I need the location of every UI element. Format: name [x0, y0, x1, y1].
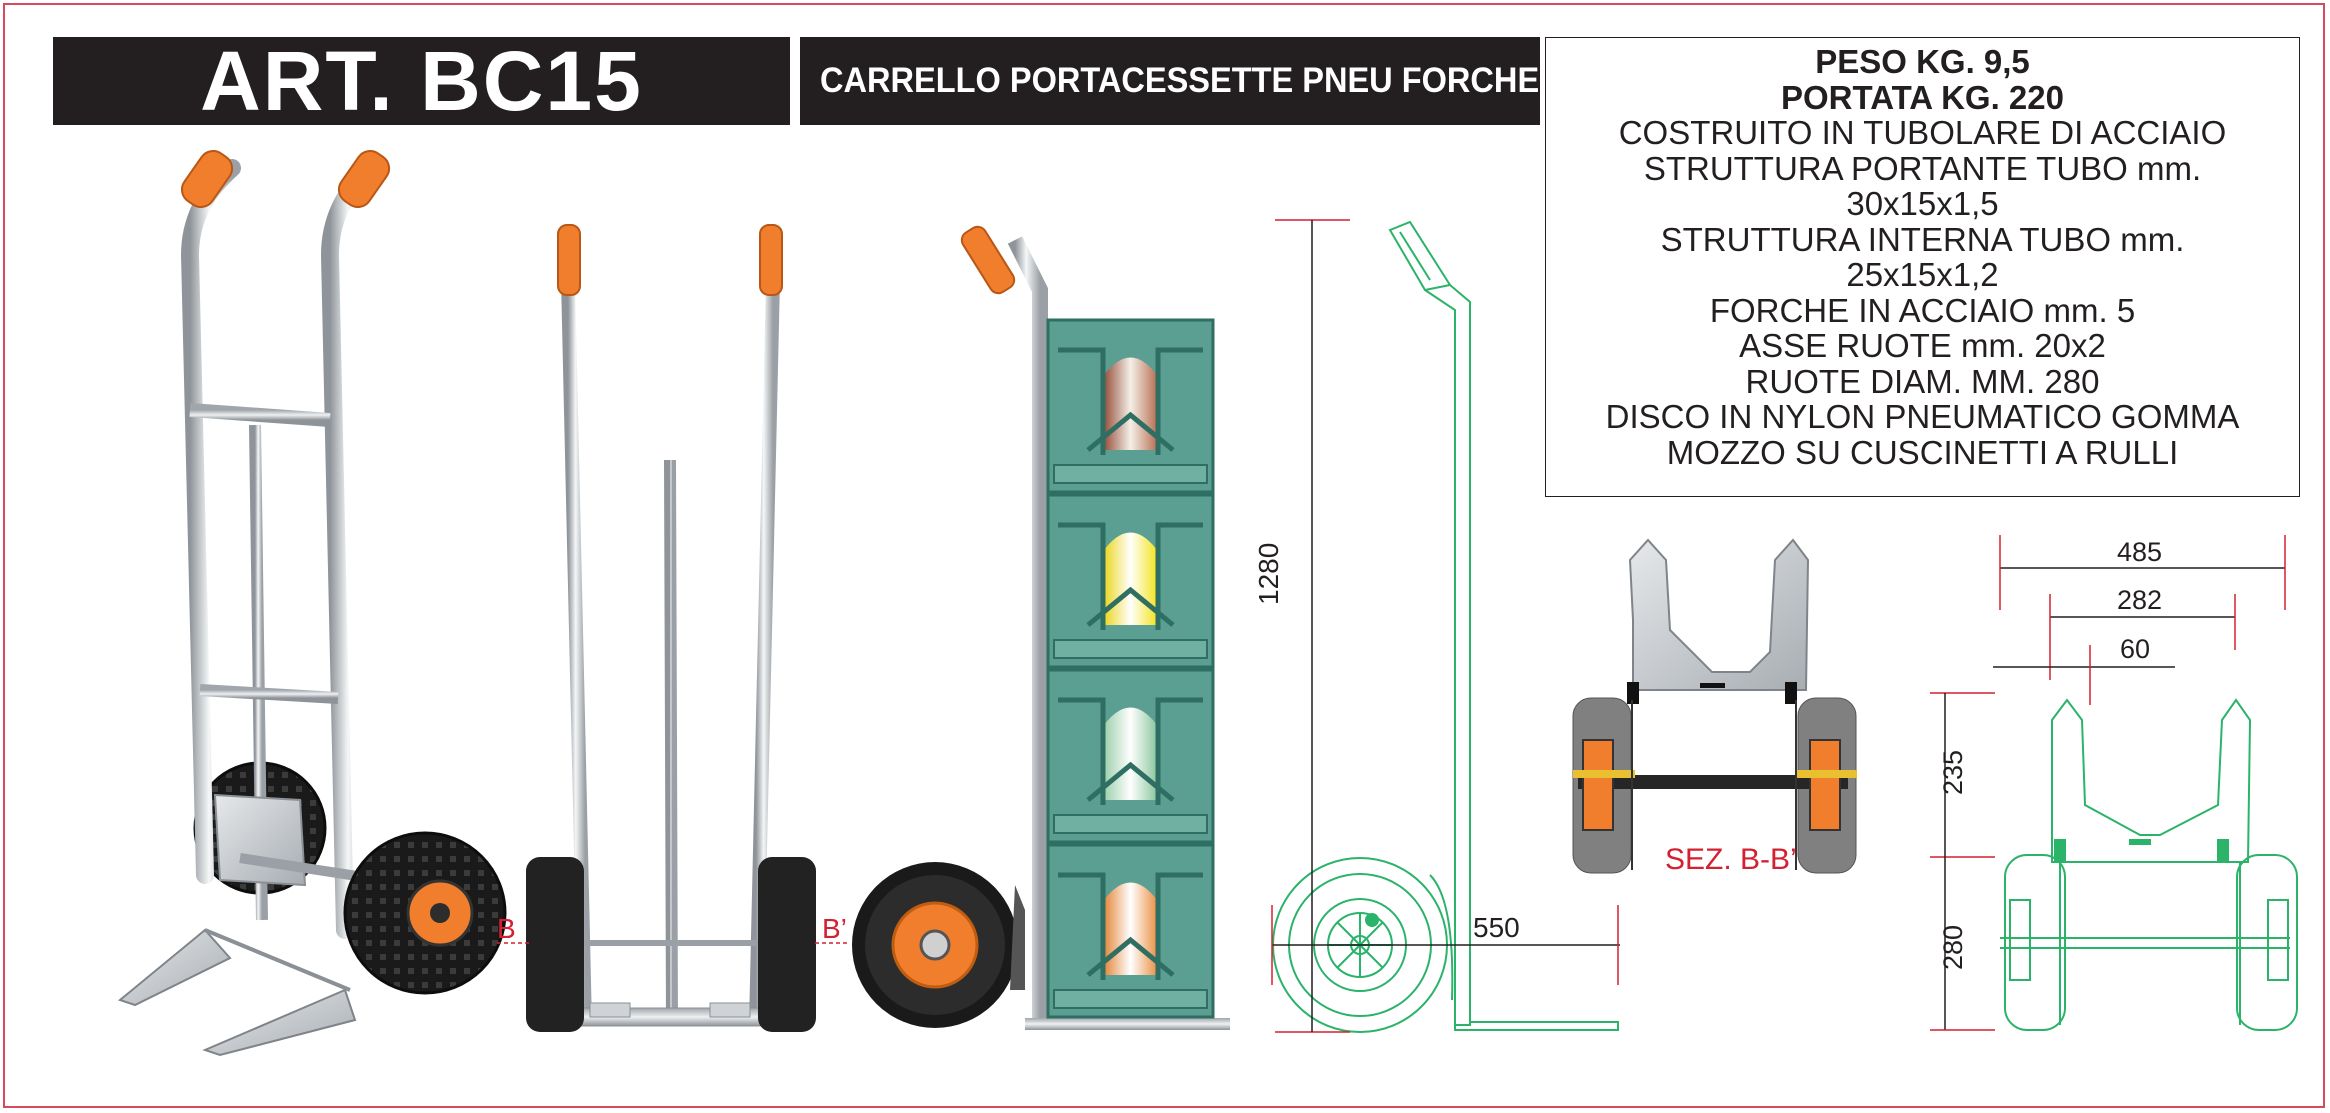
- section-bb-drawing: [1572, 538, 1857, 874]
- section-caption: SEZ. B-B’: [1665, 843, 1797, 876]
- product-name-bar: CARRELLO PORTACESSETTE PNEU FORCHE: [800, 37, 1540, 125]
- spec-line: FORCHE IN ACCIAIO mm. 5: [1709, 291, 2136, 329]
- dimension-fork-gap: 60: [2120, 634, 2151, 664]
- spec-line: DISCO IN NYLON PNEUMATICO GOMMA: [1605, 398, 2240, 435]
- dimension-fork-height: 235: [1938, 749, 1968, 795]
- spec-line: STRUTTURA INTERNA TUBO mm.: [1660, 220, 2185, 258]
- crate: [1046, 843, 1215, 1019]
- front-profile-drawing: [2000, 698, 2298, 1031]
- section-mark-right: B’: [822, 913, 847, 944]
- spec-line: 30x15x1,5: [1846, 185, 1999, 222]
- spec-line: STRUTTURA PORTANTE TUBO mm.: [1643, 149, 2202, 187]
- spec-line: COSTRUITO IN TUBOLARE DI ACCIAIO: [1618, 114, 2227, 151]
- spec-capacity: PORTATA KG. 220: [1781, 78, 2064, 116]
- hand-truck-front-view: [526, 224, 816, 1032]
- section-mark-left: B: [497, 913, 516, 944]
- side-dimensions: [1271, 219, 1620, 1033]
- hand-truck-perspective: [117, 149, 507, 1057]
- spec-line: RUOTE DIAM. MM. 280: [1745, 362, 2100, 400]
- dimension-width-total: 485: [2117, 537, 2163, 567]
- spec-line: ASSE RUOTE mm. 20x2: [1739, 327, 2106, 364]
- spec-line: MOZZO SU CUSCINETTI A RULLI: [1666, 433, 2179, 471]
- article-code-bar: ART. BC15: [53, 37, 790, 125]
- spec-weight: PESO KG. 9,5: [1815, 43, 2030, 80]
- crate: [1046, 493, 1215, 669]
- page-border: [3, 3, 2325, 1108]
- crate-stack: [1046, 318, 1215, 1019]
- dimension-depth: 550: [1473, 912, 1520, 943]
- dimension-wheel: 280: [1938, 924, 1968, 970]
- dimension-height: 1280: [1253, 542, 1284, 605]
- hand-truck-with-crates: [852, 225, 1230, 1030]
- product-name: CARRELLO PORTACESSETTE PNEU FORCHE: [820, 61, 1540, 100]
- specs-box: PESO KG. 9,5 PORTATA KG. 220 COSTRUITO I…: [1545, 37, 2300, 497]
- front-dimensions: [1930, 535, 2286, 1031]
- side-profile-drawing: [1272, 220, 1619, 1033]
- dimension-width-fork: 282: [2117, 585, 2163, 615]
- crate: [1046, 318, 1215, 494]
- spec-line: 25x15x1,2: [1846, 256, 1999, 293]
- article-code: ART. BC15: [200, 37, 643, 125]
- crate: [1046, 668, 1215, 844]
